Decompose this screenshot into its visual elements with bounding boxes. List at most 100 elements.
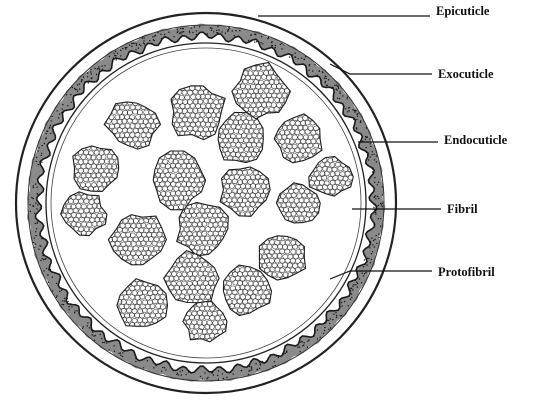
stipple-dot (324, 327, 325, 328)
stipple-dot (239, 30, 240, 31)
stipple-dot (373, 240, 374, 241)
stipple-dot (241, 370, 242, 371)
stipple-dot (303, 342, 304, 343)
stipple-dot (369, 247, 370, 248)
stipple-dot (31, 197, 32, 198)
stipple-dot (357, 283, 358, 284)
stipple-dot (160, 34, 161, 35)
stipple-dot (365, 139, 366, 140)
stipple-dot (274, 361, 275, 362)
stipple-dot (341, 302, 342, 303)
stipple-dot (272, 45, 273, 46)
stipple-dot (101, 65, 102, 66)
stipple-dot (221, 31, 222, 32)
stipple-dot (189, 32, 190, 33)
stipple-dot (212, 372, 213, 373)
stipple-dot (228, 29, 229, 30)
stipple-dot (64, 300, 65, 301)
stipple-dot (324, 82, 325, 83)
stipple-dot (234, 35, 235, 36)
stipple-dot (43, 270, 44, 271)
stipple-dot (375, 212, 376, 213)
stipple-dot (218, 370, 219, 371)
stipple-dot (294, 52, 295, 53)
stipple-dot (76, 310, 77, 311)
stipple-dot (329, 323, 330, 324)
stipple-dot (77, 91, 78, 92)
stipple-dot (33, 187, 34, 188)
stipple-dot (382, 202, 383, 203)
stipple-dot (131, 46, 132, 47)
stipple-dot (177, 373, 178, 374)
stipple-dot (204, 372, 205, 373)
stipple-dot (40, 260, 41, 261)
stipple-dot (136, 45, 137, 46)
stipple-dot (155, 365, 156, 366)
stipple-dot (71, 304, 72, 305)
stipple-dot (41, 153, 42, 154)
stipple-dot (177, 29, 178, 30)
stipple-dot (364, 273, 365, 274)
stipple-dot (271, 41, 272, 42)
stipple-dot (155, 35, 156, 36)
stipple-dot (94, 68, 95, 69)
stipple-dot (94, 335, 95, 336)
stipple-dot (36, 157, 37, 158)
stipple-dot (180, 28, 181, 29)
stipple-dot (67, 298, 68, 299)
stipple-dot (143, 40, 144, 41)
stipple-dot (207, 377, 208, 378)
stipple-dot (368, 159, 369, 160)
stipple-dot (330, 318, 331, 319)
stipple-dot (102, 342, 103, 343)
stipple-dot (339, 98, 340, 99)
stipple-dot (134, 43, 135, 44)
stipple-dot (96, 74, 97, 75)
stipple-dot (353, 119, 354, 120)
stipple-dot (314, 64, 315, 65)
stipple-dot (164, 367, 165, 368)
stipple-dot (372, 251, 373, 252)
stipple-dot (57, 110, 58, 111)
stipple-dot (365, 272, 366, 273)
stipple-dot (374, 177, 375, 178)
stipple-dot (180, 33, 181, 34)
stipple-dot (260, 42, 261, 43)
stipple-dot (34, 247, 35, 248)
stipple-dot (255, 363, 256, 364)
stipple-dot (309, 64, 310, 65)
stipple-dot (131, 43, 132, 44)
stipple-dot (363, 266, 364, 267)
stipple-dot (355, 110, 356, 111)
stipple-dot (47, 131, 48, 132)
stipple-dot (168, 32, 169, 33)
stipple-dot (83, 76, 84, 77)
stipple-dot (122, 356, 123, 357)
stipple-dot (30, 211, 31, 212)
stipple-dot (332, 319, 333, 320)
stipple-dot (359, 278, 360, 279)
stipple-dot (307, 347, 308, 348)
stipple-dot (232, 30, 233, 31)
stipple-dot (341, 305, 342, 306)
stipple-dot (59, 291, 60, 292)
stipple-dot (372, 244, 373, 245)
stipple-dot (152, 36, 153, 37)
stipple-dot (77, 84, 78, 85)
stipple-dot (217, 375, 218, 376)
stipple-dot (143, 367, 144, 368)
stipple-dot (350, 290, 351, 291)
stipple-dot (348, 107, 349, 108)
stipple-dot (375, 210, 376, 211)
stipple-dot (101, 338, 102, 339)
stipple-dot (369, 138, 370, 139)
label-fibril: Fibril (447, 202, 478, 216)
stipple-dot (36, 208, 37, 209)
stipple-dot (225, 33, 226, 34)
stipple-dot (305, 56, 306, 57)
stipple-dot (37, 194, 38, 195)
stipple-dot (366, 152, 367, 153)
stipple-dot (151, 43, 152, 44)
stipple-dot (336, 85, 337, 86)
stipple-dot (182, 28, 183, 29)
